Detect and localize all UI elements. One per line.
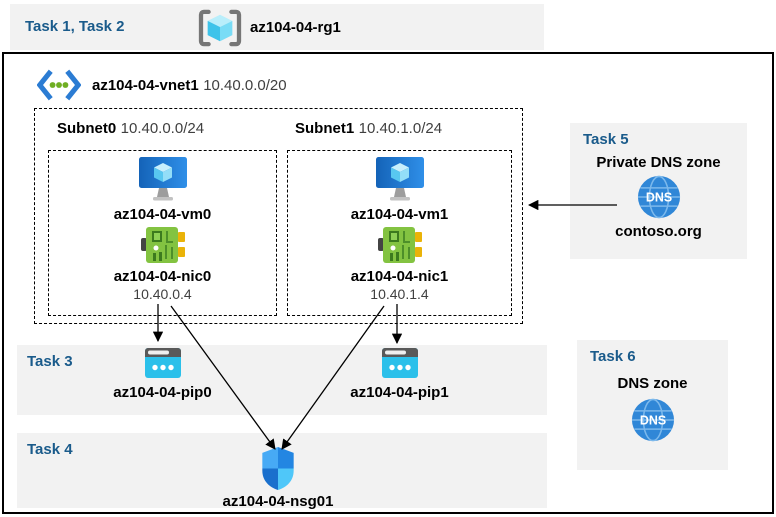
dns-zone-title: DNS zone [617, 375, 688, 392]
subnet1-content: az104-04-vm1 az104-04-nic1 10.40.1.4 [287, 150, 512, 302]
public-ip-icon [145, 348, 181, 378]
dns-globe-icon: DNS [637, 175, 681, 219]
dns-globe-icon: DNS [631, 398, 675, 442]
subnets-outer-box [34, 108, 523, 324]
pip0-group: az104-04-pip0 [90, 348, 235, 401]
subnet0-name: Subnet0 [57, 120, 117, 137]
vnet-title: az104-04-vnet1 10.40.0.0/20 [92, 77, 287, 95]
subnet0-content: az104-04-vm0 az104-04-nic0 10.40.0.4 [48, 150, 277, 302]
private-dns-zone-title: Private DNS zone [596, 154, 721, 171]
resource-group-icon [197, 9, 243, 47]
subnet1-cidr: 10.40.1.0/24 [358, 120, 443, 137]
public-ip-icon [382, 348, 418, 378]
pip1-name: az104-04-pip1 [350, 384, 449, 401]
vm0-name: az104-04-vm0 [113, 206, 212, 223]
private-dns-zone-name: contoso.org [615, 223, 702, 240]
nic-icon [141, 225, 185, 265]
pip0-name: az104-04-pip0 [113, 384, 212, 401]
resource-group-name: az104-04-rg1 [250, 19, 341, 36]
pip1-group: az104-04-pip1 [327, 348, 472, 401]
task5-panel: Task 5 Private DNS zone DNS contoso.org [570, 123, 747, 259]
nsg-name: az104-04-nsg01 [222, 493, 334, 510]
nic0-ip: 10.40.0.4 [133, 286, 192, 302]
dns-icon-text: DNS [639, 413, 665, 427]
task1-task2-label: Task 1, Task 2 [25, 18, 125, 35]
task3-label: Task 3 [27, 353, 73, 370]
vnet-icon [37, 68, 81, 102]
vm1-name: az104-04-vm1 [350, 206, 449, 223]
subnet0-title: Subnet0 10.40.0.0/24 [57, 120, 204, 138]
task4-label: Task 4 [27, 441, 73, 458]
task1-task2-band: Task 1, Task 2 az104-04-rg1 [10, 4, 544, 50]
subnet1-box [287, 150, 512, 316]
task6-label: Task 6 [590, 348, 636, 365]
nic1-ip: 10.40.1.4 [370, 286, 429, 302]
nsg-group: az104-04-nsg01 [208, 445, 348, 510]
nic1-name: az104-04-nic1 [350, 268, 449, 285]
nic0-name: az104-04-nic0 [113, 268, 212, 285]
task4-band: Task 4 az104-04-nsg01 [17, 433, 547, 510]
task5-label: Task 5 [583, 131, 629, 148]
task3-band: Task 3 az104-04-pip0 az104-04-pip1 [17, 345, 547, 415]
vnet-cidr: 10.40.0.0/20 [203, 77, 287, 94]
subnet1-name: Subnet1 [295, 120, 355, 137]
vnet-name: az104-04-vnet1 [92, 77, 199, 94]
subnet1-title: Subnet1 10.40.1.0/24 [295, 120, 442, 138]
task6-panel: Task 6 DNS zone DNS [577, 340, 728, 470]
nsg-shield-icon [258, 445, 298, 492]
nic-icon [378, 225, 422, 265]
dns-icon-text: DNS [645, 190, 671, 204]
subnet0-box [48, 150, 277, 316]
vm-icon [375, 156, 425, 202]
subnet0-cidr: 10.40.0.0/24 [120, 120, 205, 137]
vm-icon [138, 156, 188, 202]
